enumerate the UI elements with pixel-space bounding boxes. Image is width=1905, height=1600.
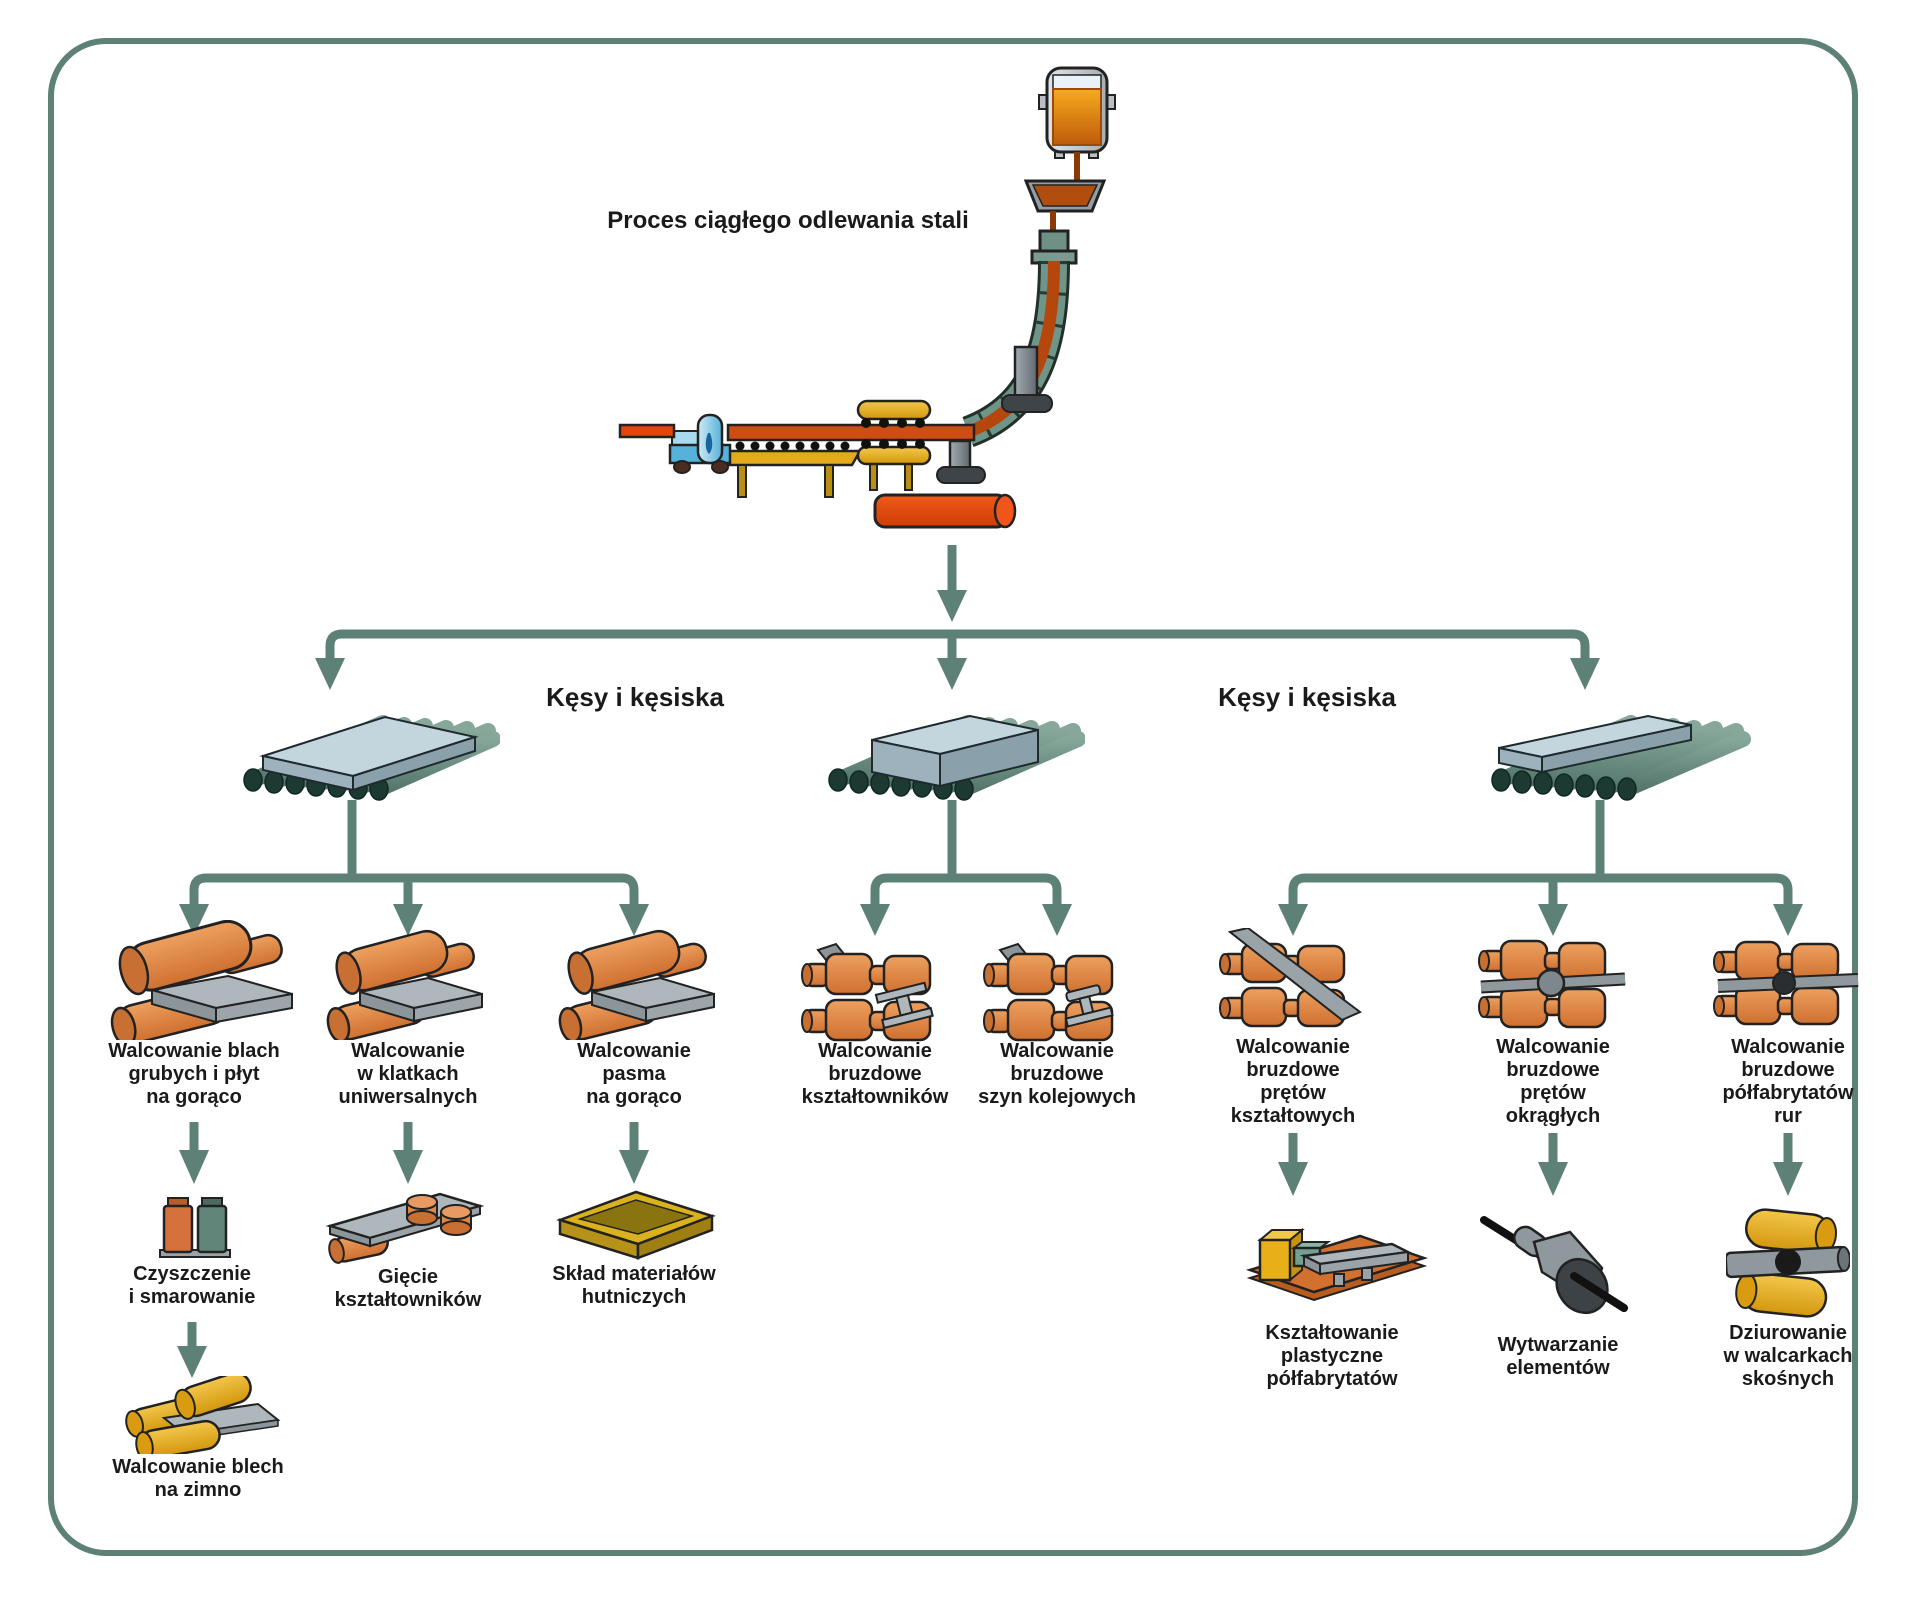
main-split-connector xyxy=(325,629,1590,662)
node-label-rails: Walcowanie bruzdowe szyn kolejowych xyxy=(978,1040,1136,1108)
pierced-bar xyxy=(1726,1245,1850,1279)
top-grooved-roll xyxy=(1478,939,1607,983)
bloom-on-rollers-icon xyxy=(828,714,1085,801)
section-bending-icon xyxy=(325,1192,485,1264)
node-label-cold-rolling: Walcowanie blech na zimno xyxy=(112,1456,284,1501)
cold-rolling-icon xyxy=(125,1376,281,1454)
continuous-caster-illustration xyxy=(618,66,1116,529)
cut-slab xyxy=(618,423,676,439)
hot-strand-on-table xyxy=(726,423,976,442)
skew-rolling-icon xyxy=(1726,1208,1850,1318)
press-frame xyxy=(1257,1227,1305,1283)
bending-spool xyxy=(440,1204,472,1236)
node-label-universal-mill: Walcowanie w klatkach uniwersalnych xyxy=(338,1040,478,1108)
round-bar xyxy=(1480,968,1626,998)
branch-header-right: Kęsy i kęsiska xyxy=(1218,682,1396,712)
rolled-plate xyxy=(151,974,293,1024)
node-label-elements: Wytwarzanie elementów xyxy=(1497,1334,1619,1379)
tube-blank xyxy=(1717,971,1859,995)
right-split-connector xyxy=(1288,800,1793,906)
piercing-mandrel-icon xyxy=(1480,1216,1628,1315)
left-split-connector xyxy=(189,800,639,906)
node-label-sections: Walcowanie bruzdowe kształtowników xyxy=(801,1040,949,1108)
grooved-mill-flat-bars-icon xyxy=(1219,928,1362,1028)
cast-billet-icon xyxy=(873,493,1017,529)
bottom-grooved-roll xyxy=(1478,985,1607,1029)
flat-bar xyxy=(1227,928,1362,1022)
stockyard-icon xyxy=(556,1190,716,1260)
node-label-plate-mill: Walcowanie blach grubych i płyt na gorąc… xyxy=(108,1040,280,1108)
node-label-tube-blanks: Walcowanie bruzdowe półfabrytatów rur xyxy=(1722,1036,1854,1127)
roller-table-rollers xyxy=(735,441,850,451)
plate-mill-icon xyxy=(110,920,293,1040)
second-level-arrows xyxy=(187,1122,1793,1348)
node-label-stockyard: Skład materiałów hutniczych xyxy=(552,1263,716,1308)
diagram-border xyxy=(48,38,1858,1556)
node-label-cleaning: Czyszczenie i smarowanie xyxy=(128,1263,256,1308)
slab-shape xyxy=(259,715,479,792)
diagram-title: Proces ciągłego odlewania stali xyxy=(607,207,969,234)
channel-bar xyxy=(1299,1242,1413,1287)
node-label-piercing: Dziurowanie w walcarkach skośnych xyxy=(1723,1322,1853,1390)
strip-mill-icon xyxy=(558,929,715,1040)
rolled-plate xyxy=(359,976,483,1023)
middle-split-connector xyxy=(870,800,1062,906)
steel-stream xyxy=(1074,152,1080,184)
pinch-roll-unit xyxy=(856,399,932,491)
grooved-mill-rails-icon xyxy=(983,942,1114,1042)
top-grooved-roll xyxy=(801,952,932,996)
branch-header-left: Kęsy i kęsiska xyxy=(546,682,724,712)
i-beam-profile xyxy=(874,981,934,1030)
node-label-forming: Kształtowanie plastyczne półfabrytatów xyxy=(1265,1322,1399,1390)
rolled-strip xyxy=(591,976,715,1023)
top-grooved-roll xyxy=(1713,940,1840,982)
node-label-round-bars: Walcowanie bruzdowe prętów okrągłych xyxy=(1496,1036,1610,1127)
forming-press-icon xyxy=(1245,1227,1429,1302)
rail-profile xyxy=(1064,984,1114,1028)
top-grooved-roll xyxy=(983,952,1114,996)
grooved-mill-sections-icon xyxy=(801,942,934,1042)
universal-mill-icon xyxy=(326,929,483,1040)
node-label-strip-mill: Walcowanie pasma na gorąco xyxy=(577,1040,691,1108)
billet-shape xyxy=(1498,714,1692,774)
bending-spool xyxy=(406,1194,438,1226)
grooved-mill-round-bars-icon xyxy=(1478,939,1626,1029)
grooved-mill-tube-icon xyxy=(1713,940,1859,1026)
arrowheads xyxy=(177,590,1803,1378)
roller-table xyxy=(715,449,863,467)
slab-on-rollers-icon xyxy=(243,715,500,801)
bloom-shape xyxy=(871,714,1039,788)
billet-on-rollers-icon xyxy=(1491,714,1751,801)
strand-support-leg xyxy=(1013,345,1039,401)
node-label-shaped-bars: Walcowanie bruzdowe prętów kształtowych xyxy=(1230,1036,1356,1127)
cleaning-station-icon xyxy=(159,1197,231,1258)
torch-cutter xyxy=(668,413,732,474)
node-label-bending: Gięcie kształtowników xyxy=(334,1266,482,1311)
